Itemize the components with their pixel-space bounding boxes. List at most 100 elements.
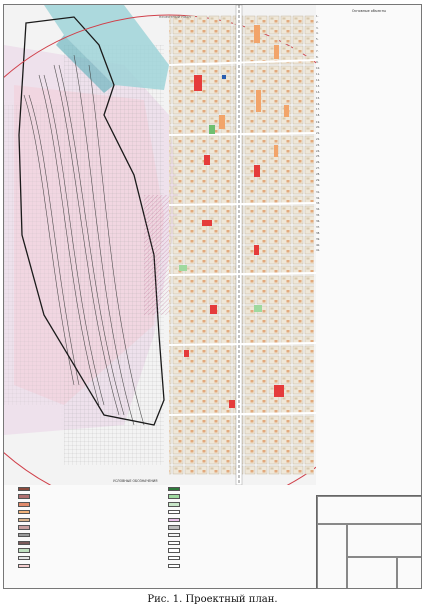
legend-swatch xyxy=(18,540,30,546)
legend-right-item: 21. xyxy=(316,132,421,136)
legend-item-number: 41. xyxy=(316,249,321,253)
legend-right-item: 33. xyxy=(316,202,421,206)
legend-swatch xyxy=(168,525,180,530)
legend-swatch-item xyxy=(18,532,113,538)
legend-item-number: 18. xyxy=(316,114,321,118)
legend-right-item: 16. xyxy=(316,103,421,106)
legend-right: Основные объекты 1.2.3.4.5.6.7.8.9.10.11… xyxy=(316,9,421,494)
legend-item-number: 35. xyxy=(316,213,321,217)
legend-item-number: 4. xyxy=(316,32,319,36)
legend-swatch-item xyxy=(168,563,263,569)
legend-right-item: 39. xyxy=(316,237,421,241)
legend-swatch-item xyxy=(18,494,113,500)
legend-swatch xyxy=(168,517,180,522)
legend-item-number: 29. xyxy=(316,178,321,182)
legend-right-item: 40. xyxy=(316,243,421,247)
title-block-stamp xyxy=(316,495,421,588)
legend-swatch-item xyxy=(168,555,263,561)
legend-swatch-item xyxy=(168,494,263,500)
legend-item-number: 10. xyxy=(316,67,321,71)
legend-right-item: 36. xyxy=(316,219,421,223)
legend-bottom-title: УСЛОВНЫЕ ОБОЗНАЧЕНИЯ xyxy=(113,479,158,483)
legend-item-number: 26. xyxy=(316,161,321,165)
legend-right-item: 15. xyxy=(316,96,421,100)
legend-item-number: 12. xyxy=(316,78,321,82)
legend-right-item: 37. xyxy=(316,225,421,229)
legend-item-number: 39. xyxy=(316,237,321,241)
legend-item-number: 19. xyxy=(316,120,321,124)
legend-item-number: 37. xyxy=(316,225,321,229)
legend-right-item: 10. xyxy=(316,67,421,71)
legend-swatch-item xyxy=(168,548,263,554)
legend-right-item: 7. xyxy=(316,50,421,53)
legend-swatch-item xyxy=(168,486,263,492)
legend-swatch xyxy=(18,532,30,538)
legend-item-number: 30. xyxy=(316,184,321,188)
legend-right-item: 30. xyxy=(316,184,421,188)
legend-bottom: УСЛОВНЫЕ ОБОЗНАЧЕНИЯ xyxy=(18,479,316,587)
legend-swatch xyxy=(18,486,30,492)
railway-tracks xyxy=(23,54,145,426)
legend-item-number: 21. xyxy=(316,132,321,136)
legend-swatch xyxy=(168,548,180,553)
legend-item-number: 5. xyxy=(316,38,319,42)
legend-right-item: 22. xyxy=(316,138,421,141)
legend-item-number: 31. xyxy=(316,190,321,194)
legend-item-number: 2. xyxy=(316,20,319,24)
legend-swatch-item xyxy=(18,486,113,492)
legend-swatch xyxy=(18,502,30,507)
legend-right-item: 9. xyxy=(316,61,421,64)
legend-right-title: Основные объекты xyxy=(351,9,387,13)
legend-swatch-item xyxy=(18,563,113,569)
hatched-zone xyxy=(144,195,169,315)
legend-right-item: 32. xyxy=(316,197,421,200)
housing xyxy=(219,25,289,157)
legend-swatch-item xyxy=(168,501,263,507)
legend-swatch-item xyxy=(18,555,113,561)
legend-swatch xyxy=(18,494,30,499)
legend-swatch-item xyxy=(168,524,263,530)
legend-swatch-item xyxy=(18,517,113,523)
public-objects xyxy=(184,75,284,408)
figure-caption: Рис. 1. Проектный план. xyxy=(147,594,278,605)
legend-item-number: 24. xyxy=(316,149,321,153)
legend-swatch xyxy=(18,509,30,515)
legend-right-item: 4. xyxy=(316,32,421,36)
project-boundary xyxy=(18,16,165,426)
legend-right-item: 8. xyxy=(316,55,421,59)
legend-item-number: 38. xyxy=(316,231,321,235)
legend-swatch xyxy=(18,548,30,553)
legend-swatch xyxy=(168,486,180,492)
legend-item-number: 33. xyxy=(316,202,321,206)
legend-item-number: 36. xyxy=(316,219,321,223)
legend-swatch xyxy=(168,494,180,499)
legend-item-number: 8. xyxy=(316,55,319,59)
legend-swatch-item xyxy=(168,517,263,523)
legend-swatch-item xyxy=(168,509,263,515)
legend-right-item: 25. xyxy=(316,155,421,158)
legend-item-number: 3. xyxy=(316,26,319,30)
legend-right-item: 1. xyxy=(316,15,421,18)
legend-right-item: 19. xyxy=(316,120,421,124)
legend-right-item: 28. xyxy=(316,172,421,176)
legend-item-number: 27. xyxy=(316,166,321,170)
legend-item-number: 15. xyxy=(316,96,321,100)
legend-swatch-item xyxy=(18,548,113,554)
legend-swatch-item xyxy=(18,509,113,515)
legend-swatch xyxy=(18,517,30,522)
legend-right-item: 17. xyxy=(316,108,421,111)
legend-right-item: 11. xyxy=(316,72,421,76)
legend-swatch-item xyxy=(18,524,113,530)
legend-item-number: 11. xyxy=(316,72,321,76)
legend-right-item: 29. xyxy=(316,178,421,182)
legend-item-number: 13. xyxy=(316,85,321,89)
legend-item-number: 40. xyxy=(316,243,321,247)
legend-right-item: 12. xyxy=(316,78,421,82)
legend-swatch-item xyxy=(168,540,263,546)
legend-swatch-item xyxy=(18,540,113,546)
legend-swatch xyxy=(168,509,180,515)
legend-swatch xyxy=(168,563,180,569)
legend-column-2 xyxy=(168,486,263,571)
legend-item-number: 28. xyxy=(316,172,321,176)
legend-swatch xyxy=(18,563,30,569)
